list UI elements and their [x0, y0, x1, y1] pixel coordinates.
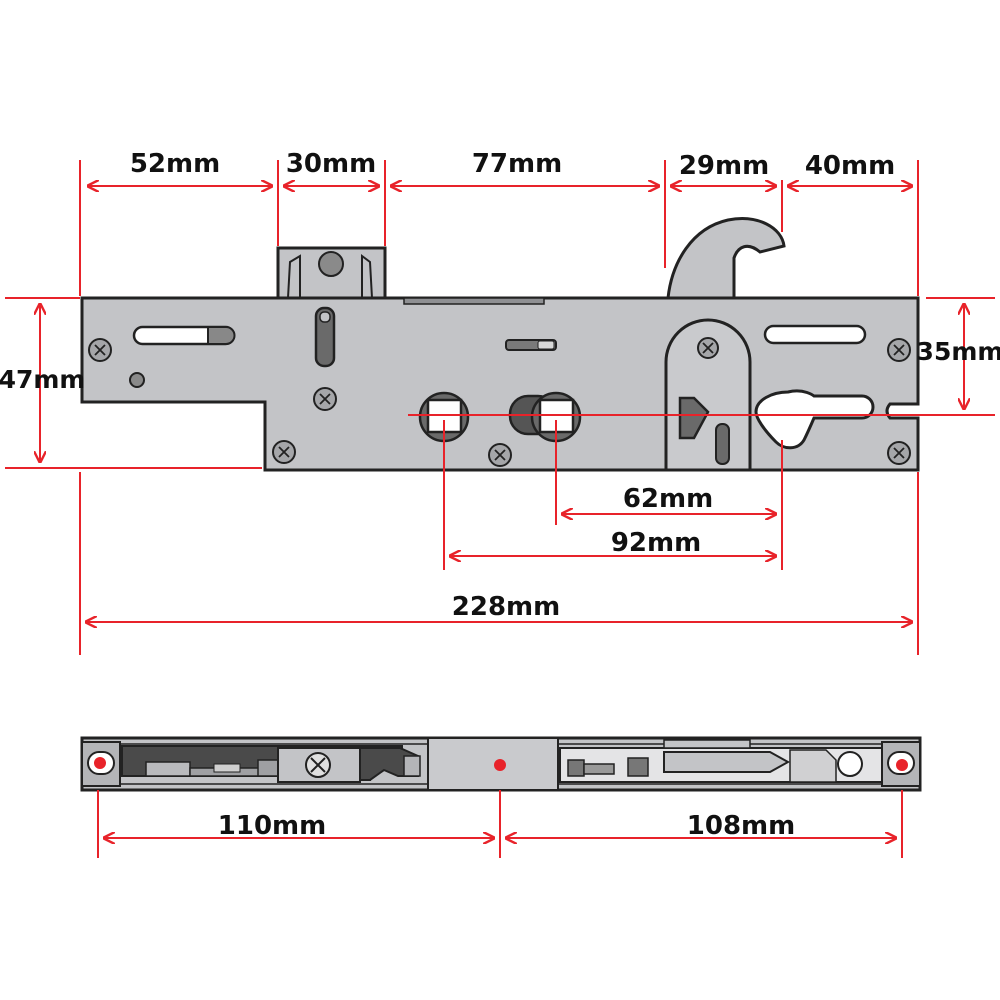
dim-label-35mm: 35mm	[917, 337, 1000, 366]
mount-hole-right	[896, 759, 908, 771]
screw-icon	[313, 387, 337, 411]
screw-icon	[88, 338, 112, 362]
screw-icon	[887, 338, 911, 362]
small-horizontal-slot	[505, 339, 557, 351]
mount-hole-left	[94, 757, 106, 769]
euro-cylinder-hole	[754, 389, 875, 450]
dim-label-30mm: 30mm	[286, 149, 376, 179]
right-slot	[763, 324, 867, 345]
screw-icon	[488, 443, 512, 467]
dim-label-47mm: 47mm	[0, 365, 85, 394]
dim-label-77mm: 77mm	[472, 149, 562, 179]
latch-plate	[664, 318, 752, 472]
dim-label-110mm: 110mm	[218, 811, 326, 841]
vertical-slot	[314, 306, 336, 368]
screw-icon	[272, 440, 296, 464]
dim-label-228mm: 228mm	[452, 592, 560, 622]
lock-face-view	[80, 217, 995, 472]
mount-hole-center	[494, 759, 506, 771]
left-slot	[132, 325, 236, 346]
dim-label-92mm: 92mm	[611, 528, 701, 558]
deadbolt-block	[276, 246, 387, 300]
hook-bolt	[666, 217, 786, 300]
top-rail	[403, 297, 545, 305]
screw-icon	[887, 441, 911, 465]
dim-label-52mm: 52mm	[130, 149, 220, 179]
lock-side-view	[80, 736, 922, 792]
dim-label-108mm: 108mm	[687, 811, 795, 841]
small-hole	[129, 372, 145, 388]
dim-label-62mm: 62mm	[623, 484, 713, 514]
dimension-lines-side	[97, 790, 903, 858]
dim-label-40mm: 40mm	[805, 151, 895, 181]
dimension-lines-top	[5, 160, 995, 655]
dim-label-29mm: 29mm	[679, 151, 769, 181]
